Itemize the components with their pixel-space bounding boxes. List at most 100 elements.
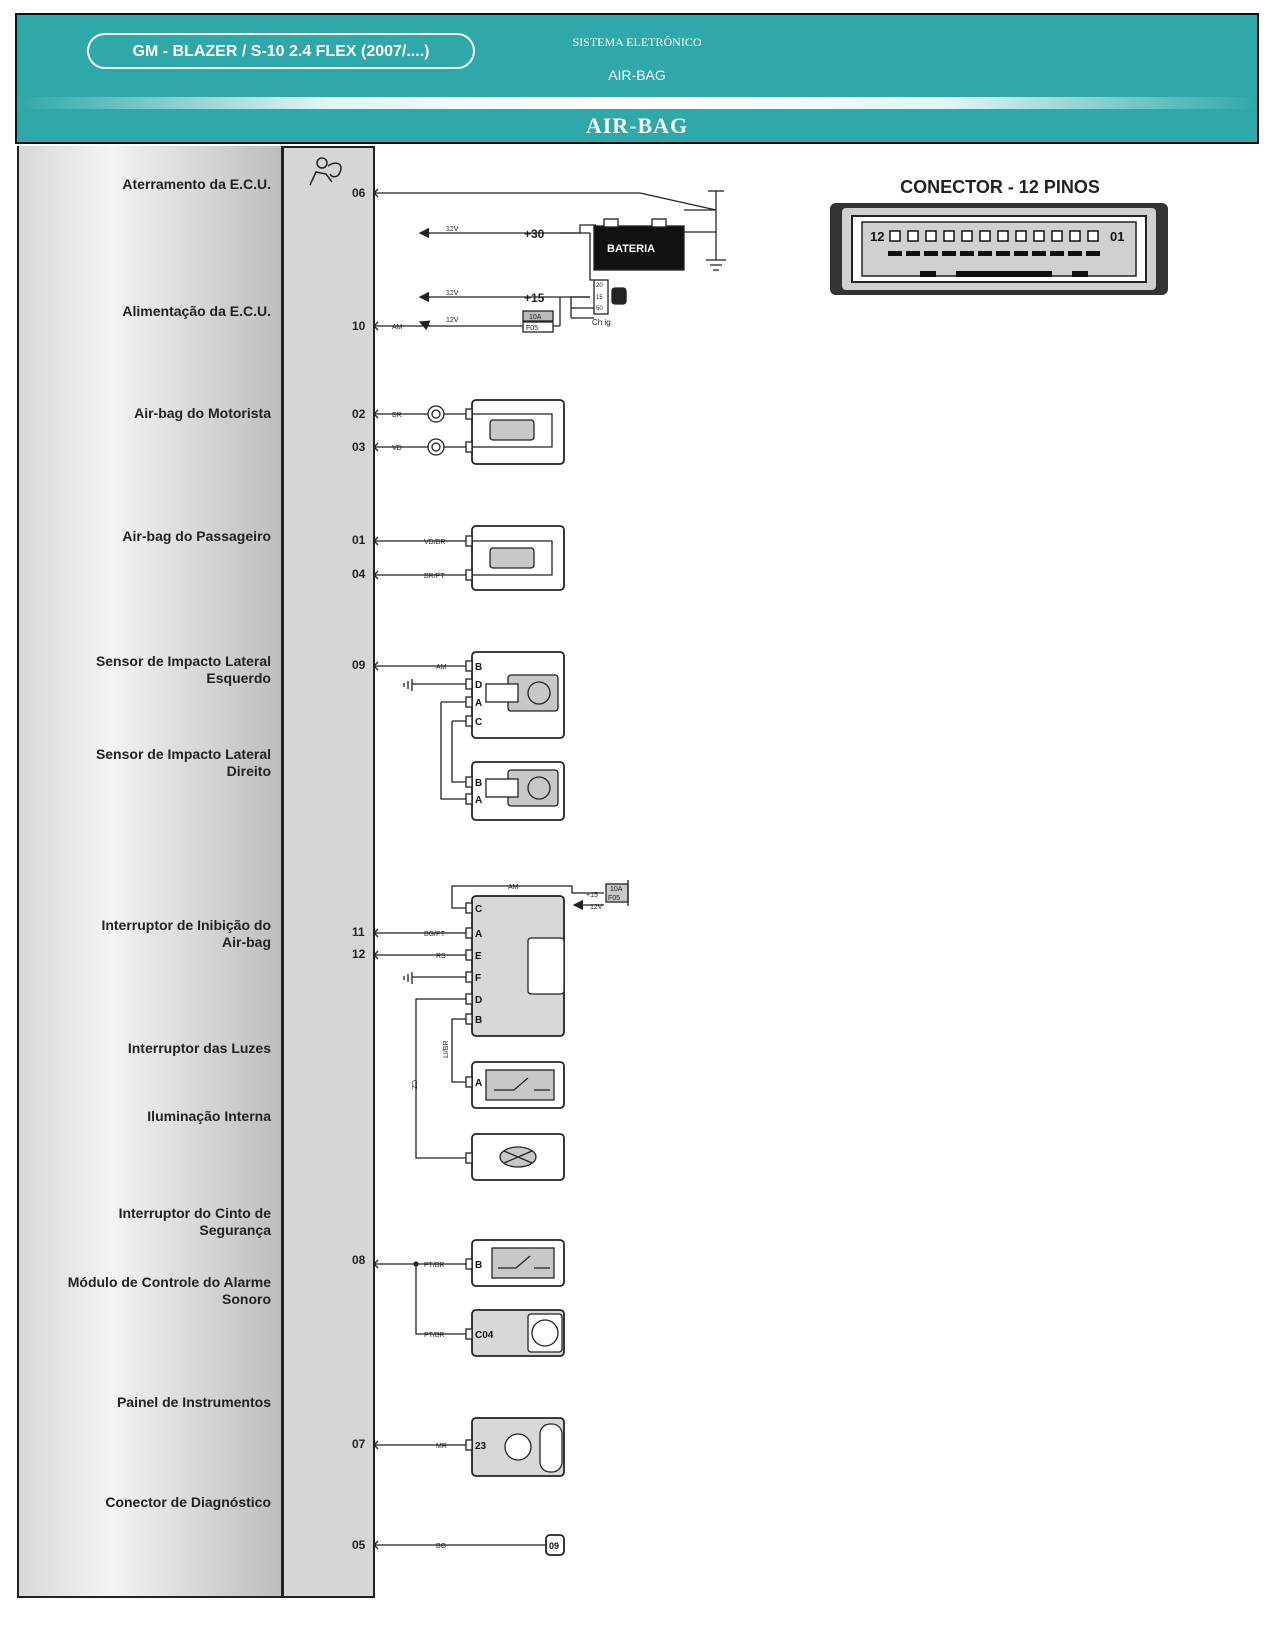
- connector-pin-cavity: [907, 230, 919, 242]
- ecu-column: [282, 146, 375, 1598]
- wire-color-pin09: AM: [436, 664, 447, 671]
- connector-pin-cavity: [1069, 230, 1081, 242]
- fuse-id: F05: [526, 325, 538, 332]
- label-passenger-airbag: Air-bag do Passageiro: [122, 528, 271, 544]
- wire-color-pin10: AM: [392, 324, 403, 331]
- clockspring-coil-1: [427, 405, 445, 423]
- ecu-supply-voltage: 12V: [446, 317, 459, 324]
- ignition-label: Ch ig: [592, 318, 611, 327]
- right-sensor-pin-a: A: [475, 795, 482, 806]
- ecu-pin-04: 04: [352, 567, 366, 581]
- connector-12-pins: CONECTOR - 12 PINOS 12 01: [830, 177, 1168, 295]
- connector-pin-slot: [1032, 251, 1046, 256]
- wire-ecu-ground: [374, 192, 717, 211]
- connector-title: CONECTOR - 12 PINOS: [900, 177, 1100, 197]
- connector-pin-slot: [1014, 251, 1028, 256]
- ecu-pin-11: 11: [352, 925, 365, 939]
- left-sensor-pin-d: D: [475, 680, 482, 691]
- inhibit-pin-f: F: [475, 973, 481, 984]
- connector-pin-cavity: [943, 230, 955, 242]
- vehicle-model: GM - BLAZER / S-10 2.4 FLEX (2007/....): [87, 33, 475, 69]
- wire-alarm-module: [415, 1264, 466, 1335]
- wire-color-inhibit-feed: AM: [508, 884, 519, 891]
- label-ecu-ground: Aterramento da E.C.U.: [122, 176, 271, 192]
- component-label-panel: [17, 146, 283, 1598]
- connector-pin-cavity: [1051, 230, 1063, 242]
- label-ecu-supply: Alimentação da E.C.U.: [122, 303, 271, 319]
- label-airbag-inhibit-switch: Interruptor de Inibição do Air-bag: [101, 917, 271, 950]
- ecu-pin-02: 02: [352, 407, 366, 421]
- wire-color-pin02: BR: [392, 412, 402, 419]
- label-left-impact-sensor: Sensor de Impacto Lateral Esquerdo: [95, 653, 271, 686]
- wire-color-inhibit-b: LI/BR: [443, 1040, 450, 1058]
- fuse-rating: 10A: [529, 314, 542, 321]
- plus30-label: +30: [524, 227, 545, 241]
- gauge-icon: [539, 1423, 563, 1473]
- label-right-impact-sensor: Sensor de Impacto Lateral Direito: [95, 746, 271, 779]
- connector-pin-slot: [906, 251, 920, 256]
- clockspring-coil-2: [427, 438, 445, 456]
- ecu-pin-08: 08: [352, 1253, 366, 1267]
- wire-color-pin08-b: PT/BR: [424, 1332, 445, 1339]
- wire-color-pin05: BG: [436, 1543, 446, 1550]
- cluster-pin: 23: [475, 1441, 487, 1452]
- connector-last-pin: 01: [1110, 229, 1124, 244]
- label-instrument-panel: Painel de Instrumentos: [116, 1394, 271, 1410]
- connector-pin-slot: [1068, 251, 1082, 256]
- label-driver-airbag: Air-bag do Motorista: [134, 405, 271, 421]
- inhibit-supply-voltage: 12V: [590, 904, 603, 911]
- header-banner: GM - BLAZER / S-10 2.4 FLEX (2007/....) …: [15, 13, 1259, 144]
- plus15-voltage: 12V: [446, 290, 459, 297]
- plus15-label: +15: [524, 291, 545, 305]
- ecu-pin-06: 06: [352, 186, 366, 200]
- connector-pin-slot: [978, 251, 992, 256]
- connector-pin-cavity: [1087, 230, 1099, 242]
- ecu-pin-09: 09: [352, 658, 366, 672]
- diagnostic-pin: 09: [549, 1541, 559, 1551]
- wire-color-pin12: RS: [436, 953, 446, 960]
- lights-switch-pin: A: [475, 1078, 482, 1089]
- battery-label: BATERIA: [607, 243, 655, 255]
- seatbelt-switch-pin: B: [475, 1260, 482, 1271]
- ecu-pin-10: 10: [352, 319, 366, 333]
- ignition-pin-50: 50: [596, 306, 603, 312]
- inhibit-pin-b: B: [475, 1015, 482, 1026]
- header-stripe: [17, 97, 1257, 109]
- ecu-pin-07: 07: [352, 1437, 366, 1451]
- battery-symbol: [593, 225, 685, 271]
- connector-pin-slot: [996, 251, 1010, 256]
- section-title: AIR-BAG: [585, 113, 689, 138]
- inhibit-switch-icon: [527, 937, 565, 995]
- right-sensor-pin-b: B: [475, 778, 482, 789]
- transistor-icon: [531, 1319, 559, 1347]
- connector-pin-cavity: [979, 230, 991, 242]
- inhibit-pin-c: C: [475, 904, 482, 915]
- inhibit-fuse-rating: 10A: [610, 886, 623, 893]
- wire-color-pin07: MR: [436, 1443, 447, 1450]
- wire-inhibit-feed: [451, 885, 604, 909]
- connector-pin-cavity: [961, 230, 973, 242]
- fuse-f05: [522, 310, 554, 322]
- wire-color-pin08-a: PT/BR: [424, 1262, 445, 1269]
- left-sensor-pin-a: A: [475, 698, 482, 709]
- wire-color-pin04: BR/PT: [424, 573, 445, 580]
- connector-pin-cavity: [997, 230, 1009, 242]
- connector-pin-cavity: [925, 230, 937, 242]
- plus30-voltage: 12V: [446, 226, 459, 233]
- connector-first-pin: 12: [870, 229, 884, 244]
- wire-lights-return: [415, 998, 466, 1159]
- connector-pin-cavity: [1033, 230, 1045, 242]
- ignition-pin-20: 20: [596, 283, 603, 289]
- system-label: SISTEMA ELETRÔNICO: [572, 35, 702, 49]
- system-subtitle: AIR-BAG: [608, 67, 666, 83]
- ecu-pin-12: 12: [352, 947, 366, 961]
- label-diagnostic-connector: Conector de Diagnóstico: [105, 1494, 271, 1510]
- inhibit-pin-d: D: [475, 995, 482, 1006]
- wire-color-pin01: VD/BR: [424, 539, 445, 546]
- inhibit-pin-a: A: [475, 929, 482, 940]
- connector-pin-slot: [888, 251, 902, 256]
- ignition-pin-15: 15: [596, 295, 603, 301]
- left-sensor-pin-c: C: [475, 717, 482, 728]
- connector-pin-slot: [960, 251, 974, 256]
- label-seatbelt-switch: Interruptor do Cinto de Segurança: [118, 1205, 271, 1238]
